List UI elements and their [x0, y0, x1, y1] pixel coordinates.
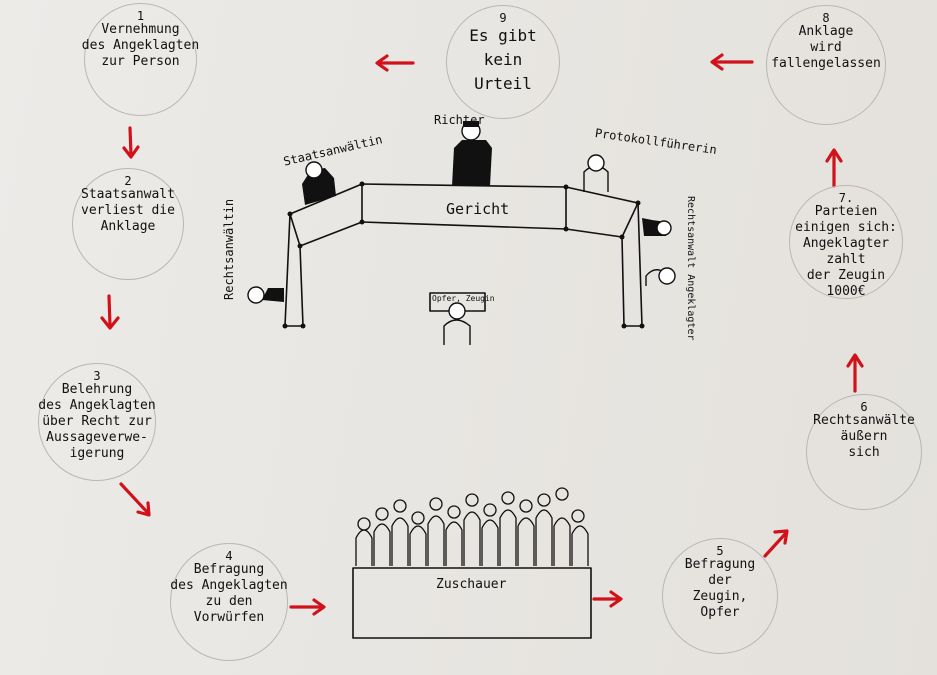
step-text: kein	[483, 50, 523, 69]
arrow-7-8	[825, 148, 843, 188]
step-4-circle: 4 Befragung des Angeklagten zu den Vorwü…	[170, 543, 288, 661]
label-richter: Richter	[434, 113, 485, 127]
step-7-circle: 7. Parteien einigen sich: Angeklagter za…	[789, 185, 903, 299]
step-text: Urteil	[474, 74, 532, 93]
witness-figure	[443, 302, 471, 345]
step-text: Zeugin,	[692, 589, 748, 604]
arrow-4-audience	[289, 598, 326, 616]
step-text: wird	[810, 40, 842, 55]
step-number: 5	[716, 544, 724, 558]
step-text: äußern	[840, 429, 888, 444]
arrow-8-9	[710, 53, 754, 71]
step-text: Angeklagter	[802, 236, 890, 251]
step-5-circle: 5 Befragung der Zeugin, Opfer	[662, 538, 778, 654]
step-text: der Zeugin	[806, 268, 886, 283]
step-9-circle: 9 Es gibt kein Urteil	[446, 5, 560, 119]
arrow-3-4	[119, 482, 151, 517]
left-lawyer-figure	[247, 286, 284, 304]
right-bench-top	[565, 186, 639, 238]
step-3-circle: 3 Belehrung des Angeklagten über Recht z…	[38, 363, 156, 481]
audience-crowd	[355, 487, 589, 566]
step-number: 7.	[838, 191, 854, 205]
arrow-9-1	[375, 54, 415, 72]
step-text: einigen sich:	[795, 220, 897, 235]
judge-figure	[452, 121, 492, 186]
step-text: sich	[848, 445, 880, 460]
step-text: igerung	[69, 446, 125, 461]
right-lawyer-figure	[642, 218, 672, 236]
step-2-circle: 2 Staatsanwalt verliest die Anklage	[72, 168, 184, 280]
step-text: des Angeklagten	[38, 398, 156, 413]
step-number: 8	[822, 11, 830, 25]
right-bench-leg	[621, 202, 643, 327]
step-text: der	[708, 573, 732, 588]
step-text: Befragung	[684, 557, 756, 572]
step-number: 4	[225, 549, 233, 563]
step-number: 9	[499, 11, 507, 25]
flow-arrows	[100, 53, 864, 616]
step-text: Belehrung	[61, 382, 133, 397]
step-text: zur Person	[101, 54, 180, 69]
step-text: Vorwürfen	[193, 610, 265, 625]
label-rechtsanwaeltin: Rechtsanwältin	[222, 198, 236, 300]
step-8-circle: 8 Anklage wird fallengelassen	[766, 5, 886, 125]
audience-box	[352, 567, 592, 639]
clerk-figure	[583, 154, 609, 192]
step-number: 2	[124, 174, 132, 188]
left-bench-leg	[284, 213, 304, 327]
step-text: des Angeklagten	[170, 578, 288, 593]
step-number: 3	[93, 369, 101, 383]
step-text: Rechtsanwälte	[813, 413, 915, 428]
step-text: 1000€	[826, 284, 866, 299]
step-number: 6	[860, 400, 868, 414]
defendant-figure	[645, 267, 676, 286]
arrow-2-3	[100, 294, 120, 330]
step-text: Vernehmung	[101, 22, 180, 37]
step-text: Staatsanwalt	[81, 187, 175, 202]
left-bench-top	[289, 183, 363, 247]
step-text: zu den	[205, 594, 253, 609]
step-text: zahlt	[826, 252, 866, 267]
step-text: Anklage	[100, 219, 156, 234]
step-text: verliest die	[81, 203, 175, 218]
step-text: Befragung	[193, 562, 265, 577]
arrow-6-7	[846, 353, 864, 393]
step-text: über Recht zur	[42, 414, 152, 429]
arrow-audience-5	[592, 590, 623, 608]
step-1-circle: 1 Vernehmung des Angeklagten zur Person	[81, 3, 200, 116]
step-text: Aussageverwe-	[46, 430, 148, 445]
step-6-circle: 6 Rechtsanwälte äußern sich	[806, 394, 922, 510]
step-number: 1	[136, 9, 145, 23]
label-rechtsanwalt-angeklagter: Rechtsanwalt Angeklagter	[685, 196, 696, 341]
label-zuschauer: Zuschauer	[436, 577, 507, 592]
step-text: Opfer	[700, 605, 740, 620]
step-text: Anklage	[798, 24, 854, 39]
step-text: Parteien	[814, 204, 878, 219]
arrow-1-2	[122, 126, 140, 159]
label-gericht: Gericht	[446, 200, 510, 218]
prosecutor-figure	[302, 161, 336, 205]
label-opfer-zeugin: Opfer, Zeugin	[432, 294, 495, 303]
arrow-5-6	[763, 529, 789, 558]
step-text: des Angeklagten	[81, 38, 200, 53]
step-text: fallengelassen	[771, 56, 881, 71]
step-text: Es gibt	[469, 26, 537, 45]
